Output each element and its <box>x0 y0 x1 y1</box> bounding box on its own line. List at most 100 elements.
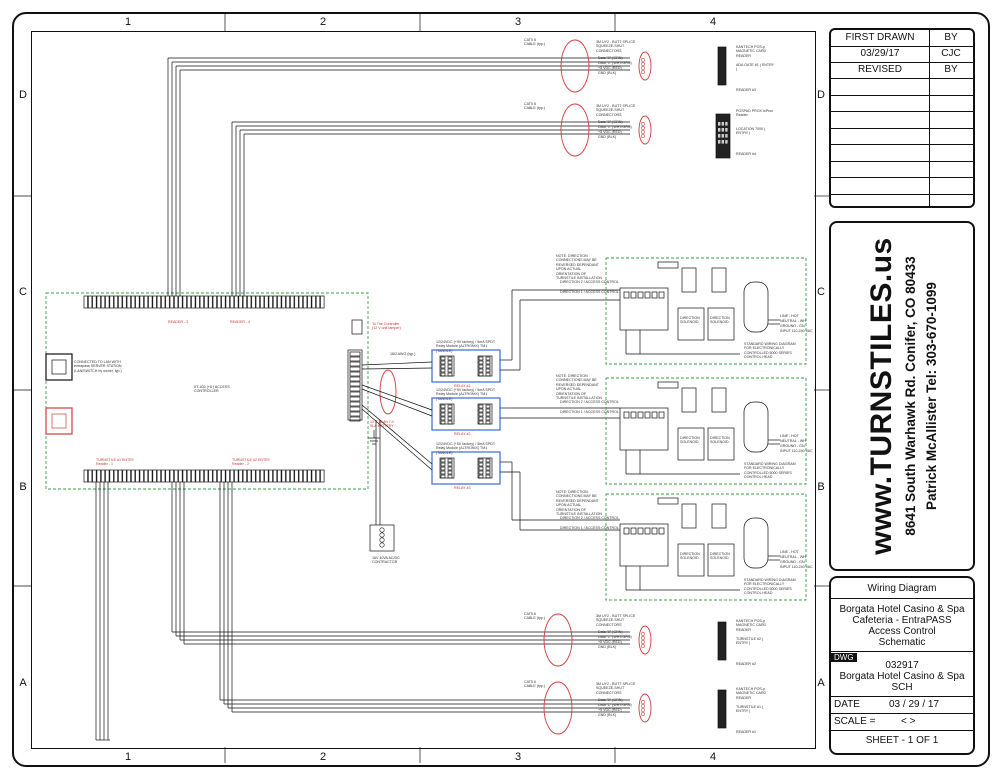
relay-pin <box>447 372 453 377</box>
transformer-label: 16V 40VA AC/DC CONTRACTOR <box>372 556 400 565</box>
terminal-bottom <box>195 469 200 483</box>
power-terminal <box>349 361 361 367</box>
relay-module-label: 12/24VDC (+5V factory) / 5mA SPDT Relay … <box>436 442 495 455</box>
power-wire-label: 18/2 AWG (typ.) <box>390 352 416 356</box>
reader-location-label: TURNSTILE #1 ( ENTRY ) <box>736 705 764 714</box>
wire-color-label: +5 VDC (RED) <box>598 130 622 134</box>
terminal-top <box>315 295 321 309</box>
keypad-key <box>718 140 721 144</box>
mains-label: NEUTRAL - WH <box>780 439 806 443</box>
terminal-bottom <box>165 469 170 483</box>
relay-pin <box>478 408 484 413</box>
direction-solenoid-1 <box>677 427 705 461</box>
terminal-bottom <box>186 469 192 483</box>
terminal-top <box>234 295 239 309</box>
relay-id-label: RELAY #2 <box>454 432 471 436</box>
terminal-bottom <box>238 469 243 483</box>
wire-color-label: GND (BLK) <box>598 645 617 649</box>
wire-color-label: GND (BLK) <box>598 713 617 717</box>
board-terminal <box>637 291 644 299</box>
relay-pin <box>447 360 453 365</box>
terminal-top <box>221 295 226 309</box>
splice-connector <box>641 644 645 648</box>
company-contact: Patrick McAllister Tel: 303-670-1099 <box>924 282 939 510</box>
scale-value: < > <box>901 716 916 727</box>
revision-row-line <box>831 78 973 79</box>
terminal-bottom <box>225 469 230 483</box>
board-terminal <box>658 527 665 535</box>
relay-pin <box>485 356 491 361</box>
power-terminal <box>349 401 361 407</box>
terminal-top <box>285 295 291 309</box>
tamper-switch-icon <box>351 319 363 335</box>
turnstile-caption-label: STANDARD WIRING DIAGRAM FOR ELECTRONICAL… <box>744 342 796 360</box>
revision-row-line <box>831 144 973 145</box>
turnstile-head-icon <box>743 517 769 569</box>
by-label: BY <box>944 32 958 43</box>
company-address: 8641 South Warhawk Rd. Conifer, CO 80433 <box>903 256 918 536</box>
zone-column-1-bot: 1 <box>124 751 132 763</box>
limit-switch-icon <box>711 387 727 413</box>
board-terminal <box>623 527 630 535</box>
mains-label: INPUT 110-240 VAC <box>780 449 813 453</box>
terminal-bottom <box>216 469 222 483</box>
mains-label: LINE - HOT <box>780 434 799 438</box>
relay-pin <box>447 416 453 421</box>
relay-block <box>439 403 455 425</box>
transformer-coil <box>379 527 385 533</box>
mains-label: GROUND - GN <box>780 560 805 564</box>
terminal-top <box>92 295 97 309</box>
terminal-top <box>216 295 222 309</box>
turnstile-head-icon <box>743 281 769 333</box>
limit-switch-icon <box>681 503 697 529</box>
relay-pin <box>478 360 484 365</box>
reader-tag-label: READER #3 <box>736 88 756 92</box>
terminal-top <box>152 295 157 309</box>
terminal-bottom <box>96 469 101 483</box>
terminal-top <box>118 295 123 309</box>
dwg-number: 032917 <box>885 660 919 671</box>
limit-switch-icon <box>711 503 727 529</box>
mains-label: NEUTRAL - WH <box>780 319 806 323</box>
direction-2-label: DIRECTION 2 / ACCESS CONTROL <box>560 280 619 284</box>
turnstile-note-label: NOTE: DIRECTION CONNECTIONS MAY BE REVER… <box>556 374 602 401</box>
wire-color-label: +5 VDC (RED) <box>598 66 622 70</box>
terminal-bottom <box>139 469 144 483</box>
reader-tag-label: READER #2 <box>736 662 756 666</box>
reader-location-label: ADA GATE #1 ( ENTRY ) <box>736 63 774 72</box>
relay-block <box>439 457 455 479</box>
fuse-icon <box>657 261 679 269</box>
direction-solenoid-1 <box>677 543 705 577</box>
relay-feed-wire <box>361 384 433 411</box>
turnstile-control-board <box>619 287 669 331</box>
relay-pin <box>485 466 491 471</box>
terminal-bottom <box>221 469 226 483</box>
power-terminal <box>349 391 361 397</box>
relay-pin <box>485 470 491 475</box>
terminal-bottom <box>255 469 260 483</box>
relay-pin <box>485 462 491 467</box>
terminal-bottom <box>307 469 312 483</box>
board-terminal <box>630 291 637 299</box>
reader-model-label: KANTECH POS-p MAGNETIC CARD READER <box>736 687 767 700</box>
wire-color-label: +5 VDC (RED) <box>598 708 622 712</box>
direction-solenoid-1 <box>677 307 705 341</box>
board-terminal <box>630 527 637 535</box>
splice-ellipse <box>638 625 652 655</box>
terminal-top <box>302 295 308 309</box>
fuse-icon <box>657 381 679 389</box>
relay-pin <box>485 372 491 377</box>
relay-module-box <box>431 451 501 485</box>
terminal-top <box>113 295 119 309</box>
sheet-number: SHEET - 1 OF 1 <box>865 735 939 746</box>
relay-block <box>477 355 493 377</box>
relay-pin <box>440 356 446 361</box>
header-top-label: READER - 4 <box>230 320 251 324</box>
first-drawn-label: FIRST DRAWN <box>845 32 915 43</box>
relay-pin <box>447 368 453 373</box>
terminal-bottom <box>259 469 265 483</box>
terminal-top <box>298 295 303 309</box>
turnstile-control-board <box>619 407 669 451</box>
first-drawn-by: CJC <box>941 48 961 59</box>
